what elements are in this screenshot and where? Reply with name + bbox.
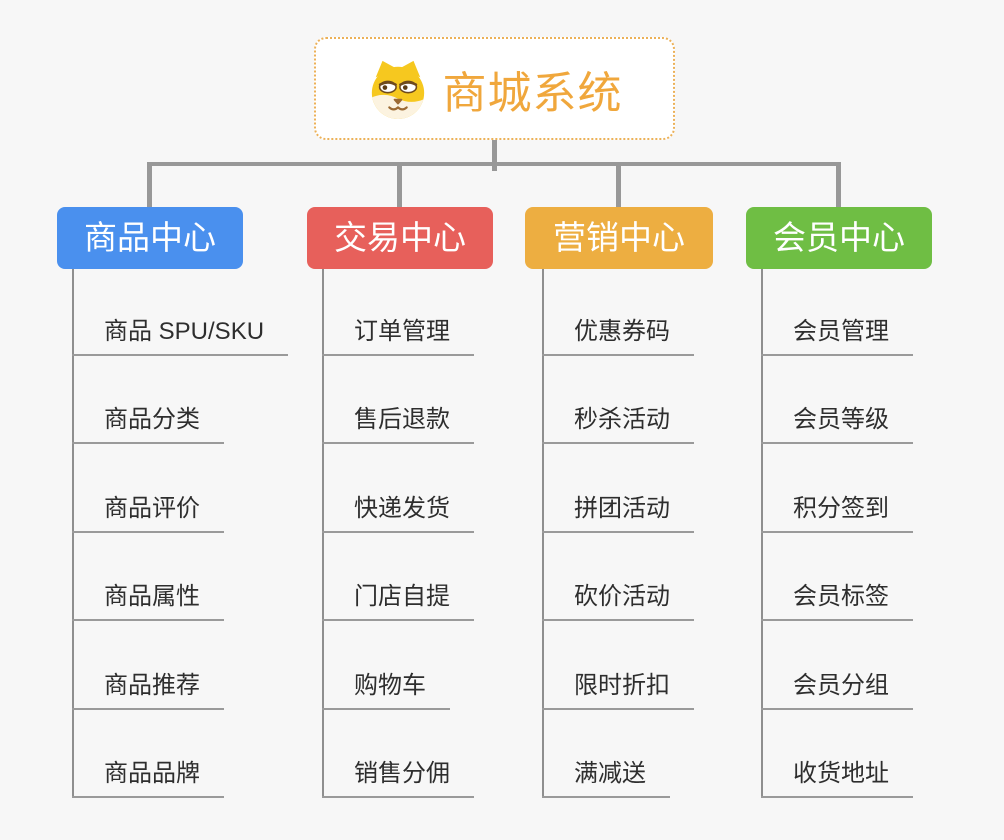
leaf-node[interactable]: 砍价活动 [542,580,694,621]
leaf-node[interactable]: 秒杀活动 [542,403,694,444]
leaf-node[interactable]: 门店自提 [322,580,474,621]
leaf-node[interactable]: 订单管理 [322,315,474,356]
leaf-node[interactable]: 会员管理 [761,315,913,356]
connector-drop-member [836,162,841,207]
leaf-node[interactable]: 会员标签 [761,580,913,621]
leaf-node[interactable]: 满减送 [542,757,670,798]
branch-node-trade[interactable]: 交易中心 [307,207,493,269]
leaf-node[interactable]: 商品推荐 [72,669,224,710]
leaf-node[interactable]: 商品属性 [72,580,224,621]
leaf-node[interactable]: 商品 SPU/SKU [72,315,289,356]
branch-node-product[interactable]: 商品中心 [57,207,243,269]
leaf-node[interactable]: 商品分类 [72,403,224,444]
branch-node-member[interactable]: 会员中心 [746,207,932,269]
leaf-node[interactable]: 拼团活动 [542,492,694,533]
connector-branch-trunk [72,269,74,798]
root-title: 商城系统 [442,68,623,118]
branch-children-member: 会员管理 会员等级 积分签到 会员标签 会员分组 收货地址 [761,269,1001,798]
connector-drop-marketing [616,162,621,207]
leaf-node[interactable]: 商品品牌 [72,757,224,798]
connector-bus [148,162,841,166]
leaf-node[interactable]: 会员分组 [761,669,913,710]
doge-icon [371,60,424,119]
branch-children-trade: 订单管理 售后退款 快递发货 门店自提 购物车 销售分佣 [322,269,562,798]
leaf-node[interactable]: 商品评价 [72,492,224,533]
branch-children-marketing: 优惠券码 秒杀活动 拼团活动 砍价活动 限时折扣 满减送 [542,269,782,798]
root-node[interactable]: 商城系统 [314,37,675,140]
leaf-node[interactable]: 售后退款 [322,403,474,444]
connector-branch-trunk [322,269,324,798]
branch-node-marketing[interactable]: 营销中心 [525,207,713,269]
leaf-node[interactable]: 会员等级 [761,403,913,444]
connector-branch-trunk [761,269,763,798]
leaf-node[interactable]: 优惠券码 [542,315,694,356]
leaf-node[interactable]: 销售分佣 [322,757,474,798]
leaf-node[interactable]: 收货地址 [761,757,913,798]
connector-drop-product [147,162,152,207]
connector-root-trunk [492,140,497,171]
connector-branch-trunk [542,269,544,798]
leaf-node[interactable]: 购物车 [322,669,450,710]
connector-drop-trade [397,162,402,207]
leaf-node[interactable]: 积分签到 [761,492,913,533]
leaf-node[interactable]: 限时折扣 [542,669,694,710]
leaf-node[interactable]: 快递发货 [322,492,474,533]
branch-children-product: 商品 SPU/SKU 商品分类 商品评价 商品属性 商品推荐 商品品牌 [72,269,312,798]
